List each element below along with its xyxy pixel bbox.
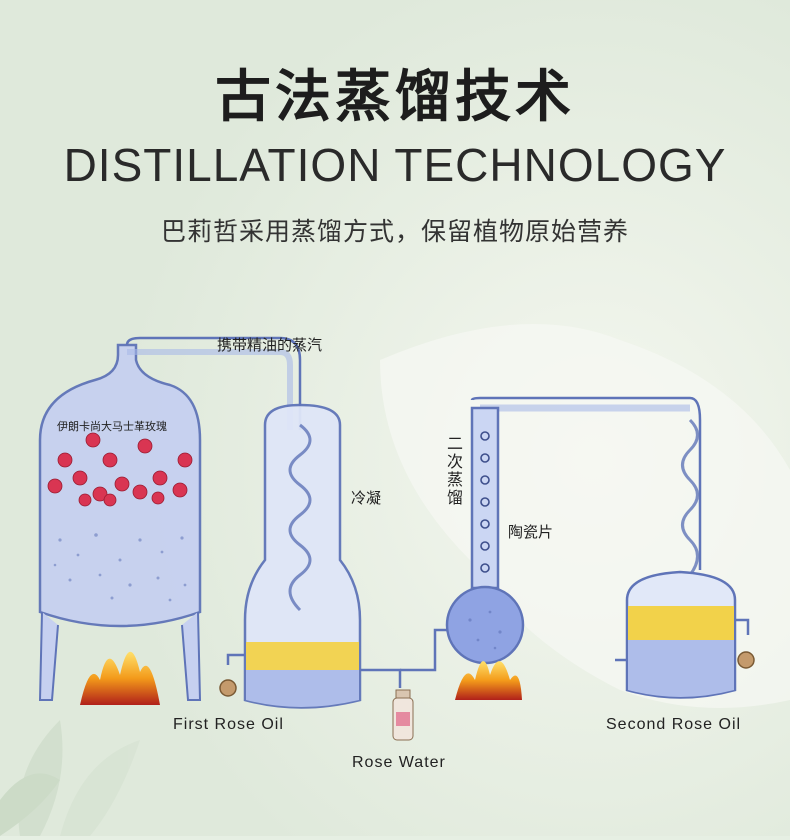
rose-water-label: Rose Water bbox=[352, 754, 446, 771]
condenser bbox=[219, 403, 362, 709]
steam-pipe bbox=[125, 336, 302, 430]
condense-label: 冷凝 bbox=[351, 489, 382, 507]
flame-icon bbox=[455, 661, 522, 700]
second-oil-bottle-icon bbox=[737, 651, 755, 669]
first-still bbox=[38, 343, 202, 705]
second-distill-label: 二次蒸馏 bbox=[444, 435, 463, 507]
first-oil-layer bbox=[246, 642, 359, 670]
steam-label: 携带精油的蒸汽 bbox=[217, 336, 323, 354]
first-oil-label: First Rose Oil bbox=[173, 716, 284, 733]
ceramic-label: 陶瓷片 bbox=[508, 523, 554, 541]
first-oil-bottle-icon bbox=[219, 679, 237, 697]
flame-icon bbox=[80, 651, 160, 705]
second-receiver bbox=[615, 418, 755, 699]
page-subtitle: 巴莉哲采用蒸馏方式，保留植物原始营养 bbox=[160, 217, 629, 246]
second-oil-label: Second Rose Oil bbox=[606, 716, 742, 733]
rose-icon bbox=[47, 432, 193, 507]
ceramic-ring-icon bbox=[480, 431, 490, 573]
second-oil-layer bbox=[628, 606, 734, 640]
rose-water-bottle-icon bbox=[392, 689, 414, 741]
second-distillation-column bbox=[445, 396, 702, 700]
leaf-decoration bbox=[0, 720, 140, 836]
page-title-english: DISTILLATION TECHNOLOGY bbox=[63, 139, 727, 191]
first-water-layer bbox=[246, 670, 359, 707]
still-label: 伊朗卡尚大马士革玫瑰 bbox=[57, 420, 167, 433]
second-water-layer bbox=[628, 640, 734, 697]
page-title: 古法蒸馏技术 bbox=[215, 65, 575, 130]
